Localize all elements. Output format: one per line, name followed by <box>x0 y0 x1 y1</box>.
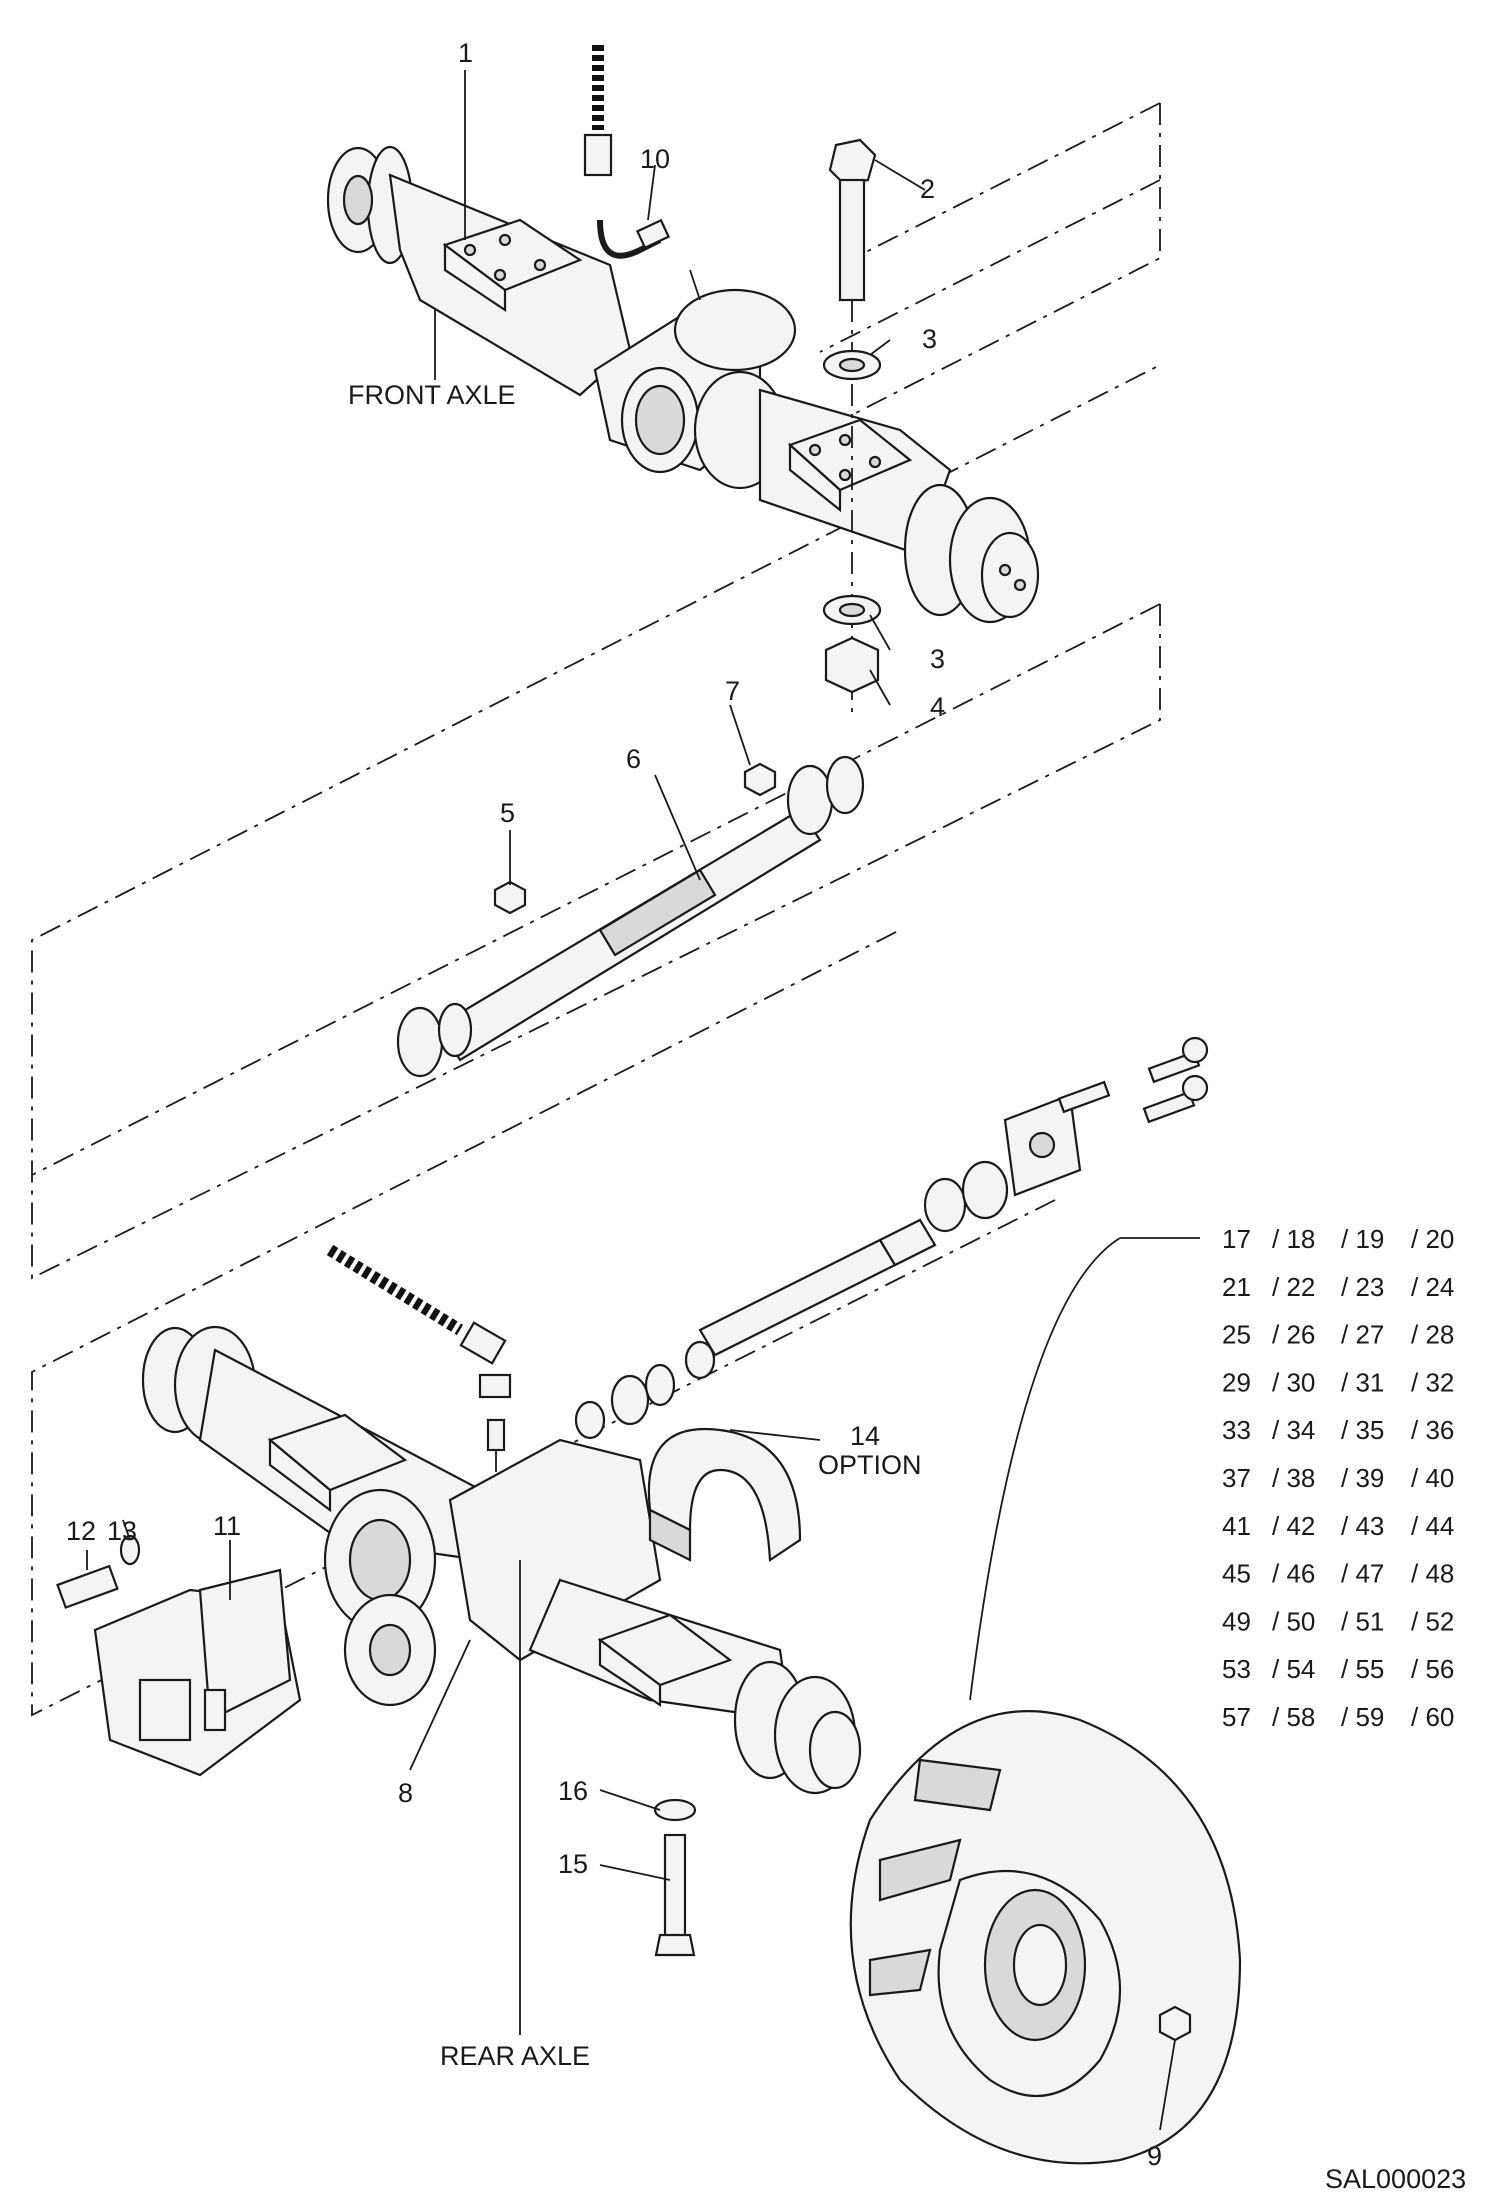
wheel-part-number: / 44 <box>1411 1511 1454 1541</box>
wheel-part-number: / 23 <box>1341 1272 1384 1302</box>
callout-12: 12 <box>66 1516 96 1546</box>
callout-7: 7 <box>725 676 740 706</box>
washer-13 <box>119 1534 141 1566</box>
callout-13: 13 <box>107 1516 137 1546</box>
drawing-id: SAL000023 <box>1325 2164 1466 2194</box>
wheel-part-number: / 50 <box>1272 1606 1315 1636</box>
wheel-tire <box>849 1710 1242 2165</box>
wheel-part-number: / 56 <box>1411 1654 1454 1684</box>
shaft-components <box>574 1036 1209 1440</box>
callout-11: 11 <box>213 1511 241 1541</box>
wheel-part-number: / 42 <box>1272 1511 1315 1541</box>
wheel-part-number: / 59 <box>1341 1702 1384 1732</box>
wheel-part-number: / 43 <box>1341 1511 1384 1541</box>
wheel-part-number: 49 <box>1222 1606 1251 1636</box>
boundary-lines <box>31 102 1161 1717</box>
callout-10: 10 <box>640 144 670 174</box>
rear-axle <box>141 1325 862 1795</box>
wheel-part-number: / 36 <box>1411 1415 1454 1445</box>
wheel-nut-9 <box>1158 2005 1192 2042</box>
wheel-part-number: / 20 <box>1411 1224 1454 1254</box>
wheel-part-number: 29 <box>1222 1367 1251 1397</box>
wheel-part-number: / 18 <box>1272 1224 1315 1254</box>
wheel-part-number: / 27 <box>1341 1320 1384 1350</box>
wheel-part-number: / 39 <box>1341 1463 1384 1493</box>
wheel-part-number: / 19 <box>1341 1224 1384 1254</box>
bolt-15 <box>654 1833 696 1957</box>
wheel-part-number: 21 <box>1222 1272 1251 1302</box>
callout-2: 2 <box>920 174 935 204</box>
hydraulic-motor <box>93 1568 302 1777</box>
nut-5 <box>493 880 527 915</box>
washer-16 <box>653 1798 697 1822</box>
callout-16: 16 <box>558 1776 588 1806</box>
wheel-part-number: / 51 <box>1341 1606 1384 1636</box>
callout-3-bottom: 3 <box>930 644 945 674</box>
wheel-part-number: 37 <box>1222 1463 1251 1493</box>
wheel-part-number: / 55 <box>1341 1654 1384 1684</box>
wheel-part-number: 25 <box>1222 1320 1251 1350</box>
wheel-parts-list: 17 / 18 / 19 / 20 21 / 22 / 23 / 24 25 / 26 / 27 / … <box>1222 1224 1454 1732</box>
brake-hose <box>583 45 671 259</box>
callout-6: 6 <box>626 744 641 774</box>
wheel-part-number: / 60 <box>1411 1702 1454 1732</box>
callout-9: 9 <box>1147 2141 1162 2171</box>
nut-7 <box>743 762 777 797</box>
callout-8: 8 <box>398 1778 413 1808</box>
wheel-part-number: / 32 <box>1411 1367 1454 1397</box>
bolt-2 <box>828 138 877 720</box>
driveshaft <box>396 755 865 1078</box>
callout-4: 4 <box>930 692 945 722</box>
bolt-12 <box>56 1564 119 1609</box>
wheel-part-number: 41 <box>1222 1511 1251 1541</box>
wheel-part-number: / 34 <box>1272 1415 1315 1445</box>
callout-15: 15 <box>558 1849 588 1879</box>
callout-1: 1 <box>458 38 473 68</box>
wheel-part-number: / 31 <box>1341 1367 1384 1397</box>
wheel-part-number: / 58 <box>1272 1702 1315 1732</box>
wheel-part-number: / 22 <box>1272 1272 1315 1302</box>
rear-axle-label: REAR AXLE <box>440 2041 590 2071</box>
wheel-part-number: / 28 <box>1411 1320 1454 1350</box>
wheel-part-number: 45 <box>1222 1559 1251 1589</box>
wheel-part-number: / 48 <box>1411 1559 1454 1589</box>
wheel-part-number: / 40 <box>1411 1463 1454 1493</box>
wheel-part-number: / 47 <box>1341 1559 1384 1589</box>
front-axle-label: FRONT AXLE <box>348 380 516 410</box>
wheel-part-number: 33 <box>1222 1415 1251 1445</box>
wheel-part-number: / 54 <box>1272 1654 1315 1684</box>
front-axle <box>326 145 1040 624</box>
wheel-part-number: / 38 <box>1272 1463 1315 1493</box>
wheel-part-number: / 30 <box>1272 1367 1315 1397</box>
wheel-part-number: / 24 <box>1411 1272 1454 1302</box>
rear-hose <box>326 1244 512 1480</box>
wheel-part-number: 57 <box>1222 1702 1251 1732</box>
nut-4 <box>824 636 880 694</box>
wheel-part-number: 17 <box>1222 1224 1251 1254</box>
wheel-part-number: / 26 <box>1272 1320 1315 1350</box>
option-counterweight <box>647 1427 802 1562</box>
wheel-part-number: 53 <box>1222 1654 1251 1684</box>
wheel-part-number: / 35 <box>1341 1415 1384 1445</box>
callout-3-top: 3 <box>922 324 937 354</box>
leader-lines <box>86 70 1200 2131</box>
wheel-part-number: / 52 <box>1411 1606 1454 1636</box>
callout-14: 14 <box>850 1421 880 1451</box>
callouts: 1 2 3 3 4 5 6 7 8 9 10 11 12 13 14 15 16 <box>66 38 1162 2171</box>
callout-5: 5 <box>500 798 515 828</box>
option-label: OPTION <box>818 1450 922 1480</box>
wheel-part-number: / 46 <box>1272 1559 1315 1589</box>
